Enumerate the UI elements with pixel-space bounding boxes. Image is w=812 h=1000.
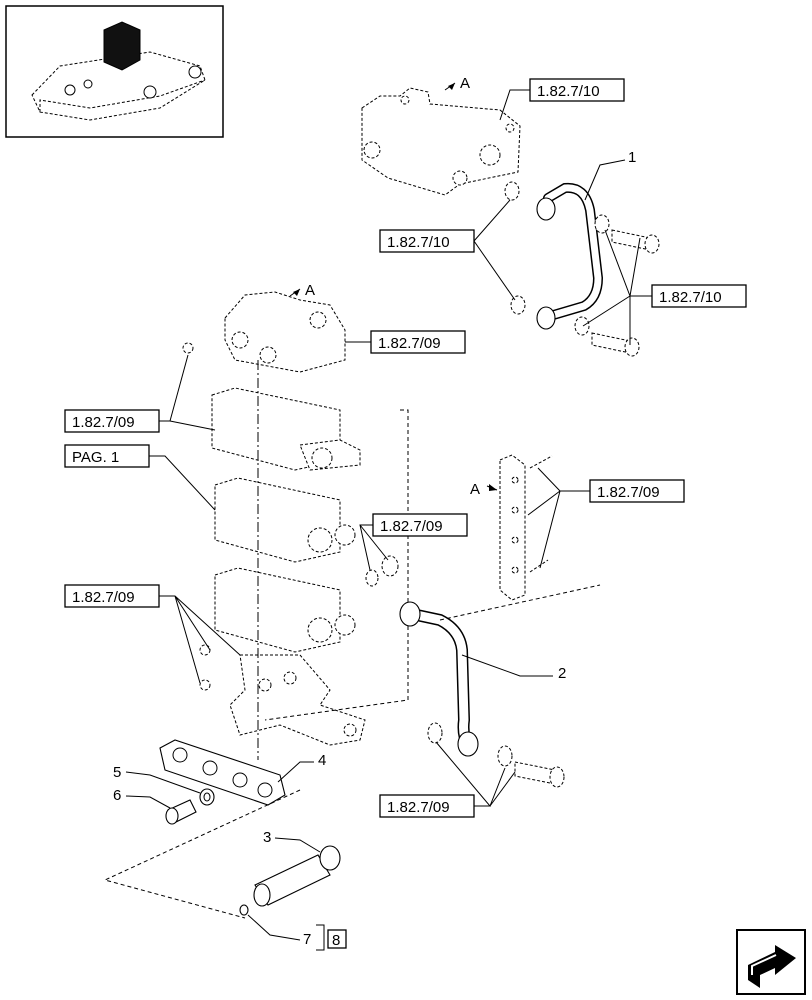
ref-text-4: 1.82.7/09 — [378, 335, 441, 352]
part-number-2: 2 — [558, 665, 566, 682]
part-number-4: 4 — [318, 752, 326, 769]
pipe-part-1 — [504, 181, 660, 357]
part-number-7: 7 — [303, 931, 311, 948]
ref-box-1[interactable]: 1.82.7/10 — [529, 78, 625, 102]
ref-text-6: PAG. 1 — [72, 449, 119, 466]
upper-left-valve — [182, 291, 346, 373]
ref-text-1: 1.82.7/10 — [537, 83, 600, 100]
part-number-5: 5 — [113, 764, 121, 781]
ref-text-3: 1.82.7/10 — [659, 289, 722, 306]
ref-text-2: 1.82.7/10 — [387, 234, 450, 251]
thumbnail-overview-image — [5, 5, 224, 138]
screw-part-6 — [165, 799, 197, 825]
ref-box-10[interactable]: 1.82.7/09 — [379, 794, 475, 818]
ref-text-8: 1.82.7/09 — [380, 518, 443, 535]
ref-box-9[interactable]: 1.82.7/09 — [64, 584, 160, 608]
part-number-3: 3 — [263, 829, 271, 846]
pipe-part-2 — [365, 555, 565, 788]
ref-box-2[interactable]: 1.82.7/10 — [379, 229, 475, 253]
part-number-6: 6 — [113, 787, 121, 804]
ref-box-7[interactable]: 1.82.7/09 — [589, 479, 685, 503]
ref-text-9: 1.82.7/09 — [72, 589, 135, 606]
cartridge-part-3-7 — [239, 845, 341, 916]
part-number-1: 1 — [628, 149, 636, 166]
upper-valve-body — [361, 87, 521, 196]
valve-section-2 — [214, 477, 356, 563]
label-a-middle: A — [305, 282, 315, 299]
ref-box-8[interactable]: 1.82.7/09 — [372, 513, 468, 537]
part-number-8-box: 8 — [316, 924, 347, 951]
ref-text-5: 1.82.7/09 — [72, 414, 135, 431]
ref-box-6[interactable]: PAG. 1 — [64, 444, 150, 468]
valve-base-plate — [229, 654, 366, 746]
ref-box-4[interactable]: 1.82.7/09 — [370, 330, 466, 354]
valve-section-3 — [199, 567, 356, 691]
label-a-top: A — [460, 75, 470, 92]
label-a-right: A — [470, 481, 480, 498]
ref-box-5[interactable]: 1.82.7/09 — [64, 409, 160, 433]
ref-text-10: 1.82.7/09 — [387, 799, 450, 816]
next-page-arrow-icon[interactable] — [736, 929, 806, 995]
ref-text-7: 1.82.7/09 — [597, 484, 660, 501]
part-number-8: 8 — [332, 932, 340, 949]
right-bracket — [499, 454, 553, 601]
ref-box-3[interactable]: 1.82.7/10 — [651, 284, 747, 308]
valve-section-1 — [211, 387, 361, 471]
plate-part-4 — [159, 739, 286, 806]
washer-part-5 — [199, 788, 215, 806]
